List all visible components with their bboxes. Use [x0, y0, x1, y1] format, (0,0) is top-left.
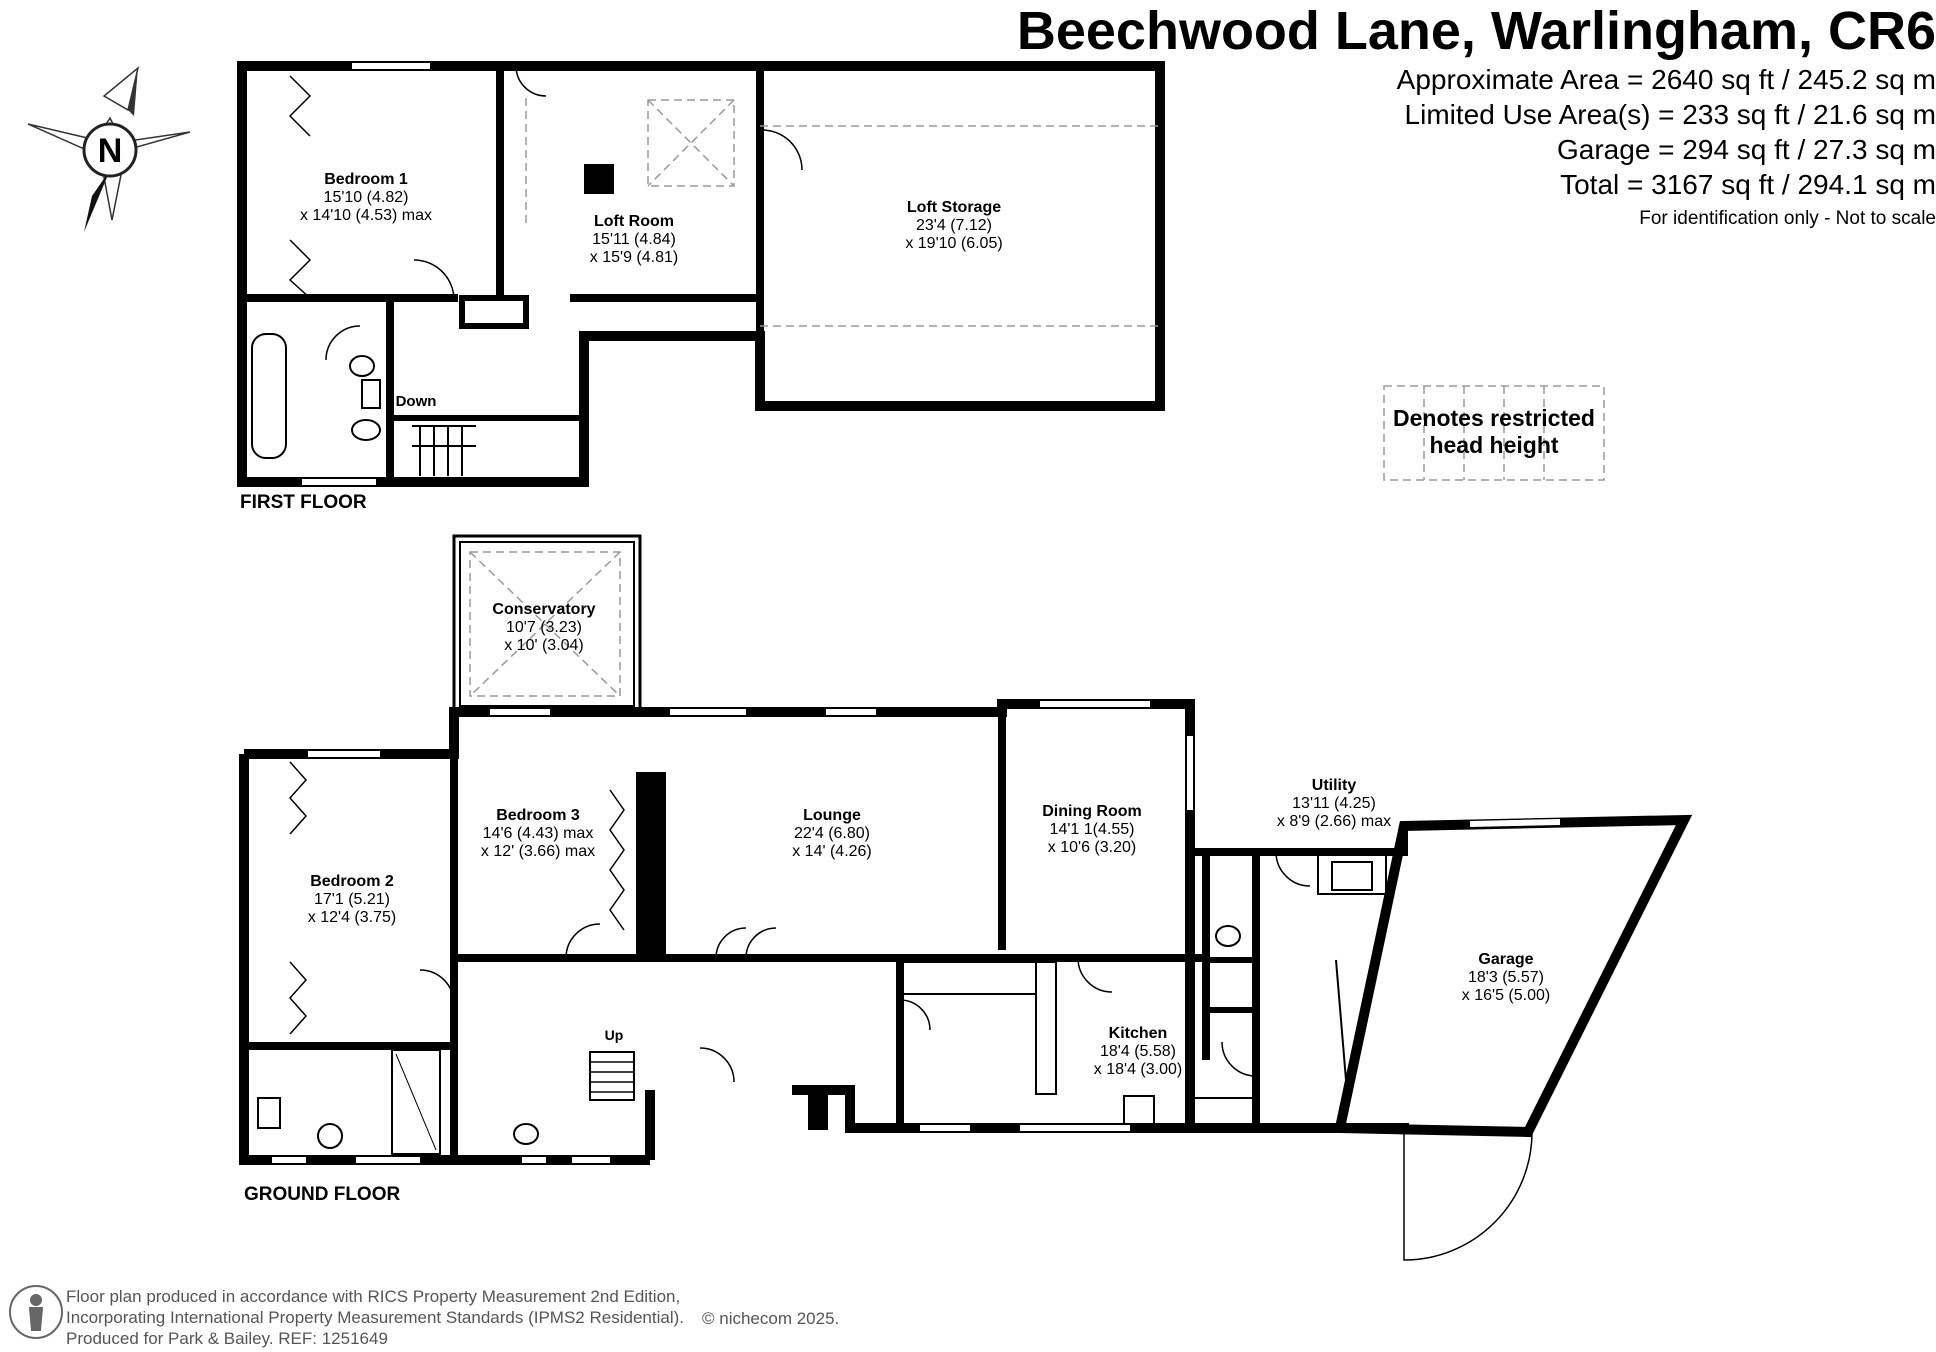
room-dim: x 15'9 (4.81) — [590, 249, 678, 266]
legend-line: Denotes restricted — [1393, 405, 1595, 431]
room-dim: x 12'4 (3.75) — [308, 909, 396, 926]
room-dim: x 10'6 (3.20) — [1048, 839, 1136, 856]
room-dim: x 8'9 (2.66) max — [1277, 813, 1391, 830]
compass-north-label: N — [98, 132, 123, 170]
room-name: Dining Room — [1042, 803, 1142, 820]
person-icon — [9, 1285, 63, 1339]
room-dim: 17'1 (5.21) — [314, 891, 390, 908]
legend-line: head height — [1429, 432, 1559, 458]
room-dim: 10'7 (3.23) — [506, 619, 582, 636]
first-floor-label: FIRST FLOOR — [240, 492, 367, 513]
copyright: © nichecom 2025. — [702, 1309, 840, 1328]
room-name: Kitchen — [1109, 1025, 1168, 1042]
footer-text: Floor plan produced in accordance with R… — [66, 1286, 684, 1349]
room-name: Lounge — [803, 807, 861, 824]
area-line: Limited Use Area(s) = 233 sq ft / 21.6 s… — [1404, 99, 1936, 130]
room-dim: x 14' (4.26) — [792, 843, 872, 860]
room-name: Bedroom 3 — [496, 807, 580, 824]
room-dim: 18'4 (5.58) — [1100, 1043, 1176, 1060]
stairs-label: Down — [396, 393, 437, 410]
room-name: Loft Storage — [907, 199, 1001, 216]
room-name: Loft Room — [594, 213, 674, 230]
room-dim: 18'3 (5.57) — [1468, 969, 1544, 986]
area-line: Total = 3167 sq ft / 294.1 sq m — [1560, 169, 1936, 200]
legend-box — [1383, 385, 1605, 481]
first-floor-labels: Bedroom 1 15'10 (4.82) x 14'10 (4.53) ma… — [300, 171, 1003, 410]
room-dim: 14'1 1(4.55) — [1050, 821, 1135, 838]
footer-line: Produced for Park & Bailey. REF: 1251649 — [66, 1329, 388, 1348]
room-dim: x 14'10 (4.53) max — [300, 207, 432, 224]
room-name: Conservatory — [492, 601, 595, 618]
room-dim: 23'4 (7.12) — [916, 217, 992, 234]
room-dim: 13'11 (4.25) — [1292, 795, 1376, 812]
page-title: Beechwood Lane, Warlingham, CR6 — [1016, 1, 1936, 61]
legend-text: Denotes restricted head height — [1384, 384, 1604, 480]
footer-line: Floor plan produced in accordance with R… — [66, 1287, 681, 1306]
stairs-label: Up — [605, 1027, 624, 1043]
ground-floor-label: GROUND FLOOR — [244, 1184, 401, 1205]
room-name: Utility — [1312, 777, 1357, 794]
room-dim: 15'10 (4.82) — [324, 189, 409, 206]
scale-note: For identification only - Not to scale — [1639, 208, 1936, 229]
room-name: Bedroom 1 — [324, 171, 408, 188]
ground-floor-plan — [239, 534, 1693, 1261]
area-line: Approximate Area = 2640 sq ft / 245.2 sq… — [1396, 64, 1936, 95]
first-floor-plan — [237, 61, 1165, 487]
room-dim: x 18'4 (3.00) — [1094, 1061, 1182, 1078]
ground-floor-labels: Conservatory 10'7 (3.23) x 10' (3.04) Be… — [308, 601, 1550, 1078]
area-line: Garage = 294 sq ft / 27.3 sq m — [1557, 134, 1936, 165]
room-dim: x 16'5 (5.00) — [1462, 987, 1550, 1004]
room-dim: 14'6 (4.43) max — [483, 825, 594, 842]
room-name: Garage — [1478, 951, 1533, 968]
room-dim: x 19'10 (6.05) — [905, 235, 1002, 252]
compass-icon: N — [27, 66, 191, 232]
room-dim: x 10' (3.04) — [504, 637, 584, 654]
room-name: Bedroom 2 — [310, 873, 394, 890]
footer-line: Incorporating International Property Mea… — [66, 1308, 684, 1327]
room-dim: 15'11 (4.84) — [592, 231, 676, 248]
room-dim: 22'4 (6.80) — [794, 825, 870, 842]
room-dim: x 12' (3.66) max — [481, 843, 595, 860]
area-summary: Approximate Area = 2640 sq ft / 245.2 sq… — [1397, 62, 1936, 202]
